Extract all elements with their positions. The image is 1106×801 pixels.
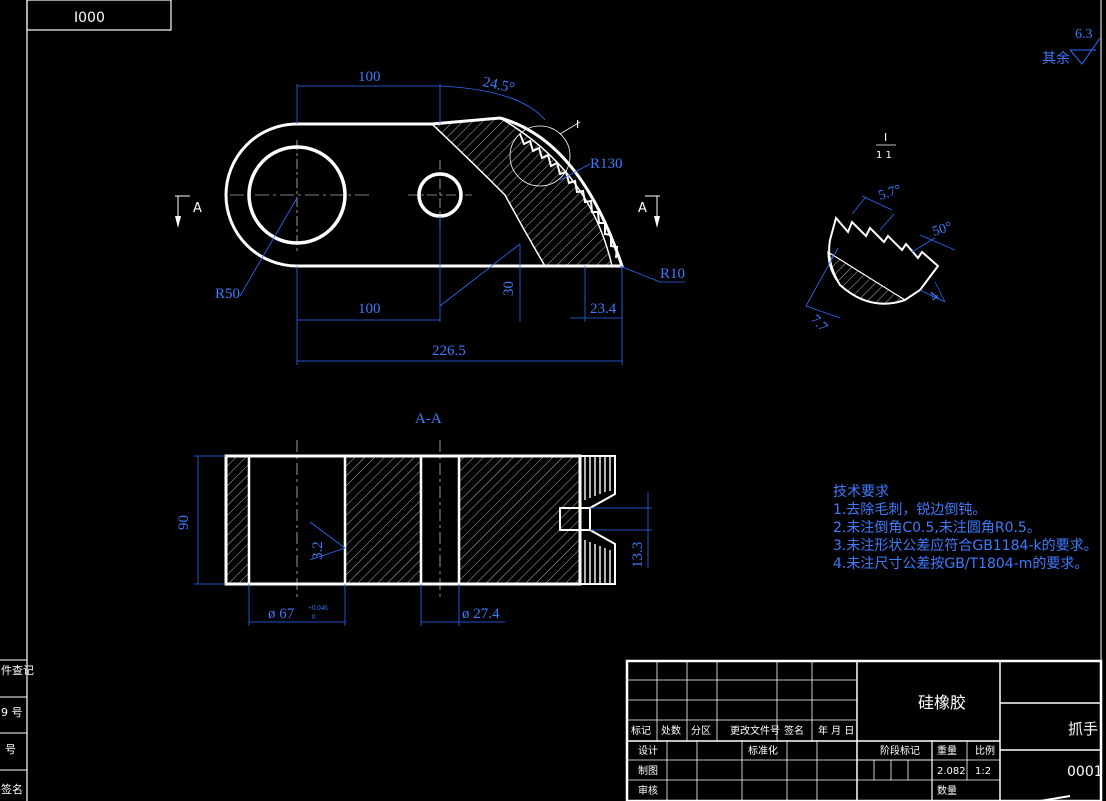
left-strip-label-3: 号 — [5, 743, 16, 756]
section-dimensions — [194, 455, 652, 626]
left-strip-label-1: 件查记 — [1, 663, 34, 677]
top-view-hatch — [430, 117, 613, 267]
tech-req-item-4: 4.未注尺寸公差按GB/T1804-m的要求。 — [833, 556, 1088, 572]
weight-label: 重量 — [937, 744, 957, 757]
dim-length-bottom: 100 — [358, 301, 381, 317]
header-label-count: 处数 — [661, 724, 681, 737]
header-label-zone: 分区 — [691, 725, 711, 737]
left-strip-label-2: 9 号 — [1, 706, 23, 719]
roughness-value: 3.2 — [310, 541, 326, 560]
tooth-angle: 50° — [931, 219, 954, 239]
part-name: 抓手 — [1068, 720, 1098, 738]
stage-mark-label: 阶段标记 — [880, 744, 920, 757]
tooth-width: 7.7 — [807, 312, 830, 335]
section-title: A-A — [415, 411, 442, 427]
detail-callout-label: I — [576, 118, 579, 131]
tooth-pitch: 5.7° — [877, 182, 904, 203]
section-dim-height: 90 — [176, 515, 192, 530]
detail-label-bottom: 1 1 — [876, 150, 892, 161]
section-mark-left — [175, 195, 190, 228]
detail-view — [805, 195, 956, 319]
header-label-change-doc: 更改文件号 — [730, 724, 780, 737]
tech-req-item-1: 1.去除毛刺，锐边倒钝。 — [833, 502, 986, 518]
drawing-number-box: I000 — [74, 10, 105, 26]
dim-length-top: 100 — [358, 69, 381, 85]
scale-value: 1:2 — [975, 766, 991, 777]
row-label-design: 设计 — [638, 744, 658, 757]
tech-req-item-3: 3.未注形状公差应符合GB1184-k的要求。 — [833, 537, 1098, 554]
part-number: 0001 — [1067, 764, 1103, 780]
radius-bore: R50 — [215, 286, 240, 302]
header-label-signature: 签名 — [784, 724, 804, 737]
row-label-drawing: 制图 — [638, 764, 658, 777]
tech-req-item-2: 2.未注倒角C0.5,未注圆角R0.5。 — [833, 520, 1041, 536]
dim-bore-large: ø 67 — [268, 606, 295, 622]
surface-finish-symbol — [1069, 37, 1101, 65]
left-strip-label-4: 签名 — [1, 782, 23, 796]
scale-label: 比例 — [975, 744, 995, 757]
section-mark-right-label: A — [638, 201, 647, 216]
tolerance-upper: +0.046 — [308, 604, 328, 612]
dim-total: 226.5 — [432, 343, 466, 359]
surface-finish-value: 6.3 — [1075, 27, 1093, 42]
radius-small: R10 — [660, 266, 685, 282]
dim-angle: 24.5° — [481, 74, 516, 96]
tolerance-lower: 0 — [312, 613, 316, 621]
row-label-review: 审核 — [638, 784, 658, 797]
dim-bore-small: ø 27.4 — [462, 606, 500, 622]
surface-finish-label: 其余 — [1042, 50, 1070, 67]
top-view — [224, 116, 625, 268]
dim-slot: 13.3 — [630, 542, 646, 568]
dim-height: 30 — [501, 281, 517, 296]
radius-large: R130 — [590, 156, 623, 172]
standardization-label: 标准化 — [748, 744, 778, 757]
section-view — [224, 440, 616, 600]
weight-value: 2.082 — [937, 766, 966, 777]
header-label-date: 年 月 日 — [818, 724, 854, 737]
detail-callout-circle — [509, 125, 571, 187]
tech-req-title: 技术要求 — [833, 484, 889, 500]
detail-label-top: I — [884, 131, 887, 144]
drawing-frame — [26, 0, 1102, 801]
section-mark-right — [645, 195, 660, 228]
quantity-label: 数量 — [937, 784, 957, 797]
header-label-mark: 标记 — [631, 725, 651, 737]
dim-offset: 23.4 — [590, 301, 617, 317]
left-strip — [0, 659, 27, 771]
section-mark-left-label: A — [193, 201, 202, 216]
top-view-dimensions — [239, 84, 685, 365]
title-block — [625, 659, 1103, 801]
material-name: 硅橡胶 — [918, 693, 966, 712]
